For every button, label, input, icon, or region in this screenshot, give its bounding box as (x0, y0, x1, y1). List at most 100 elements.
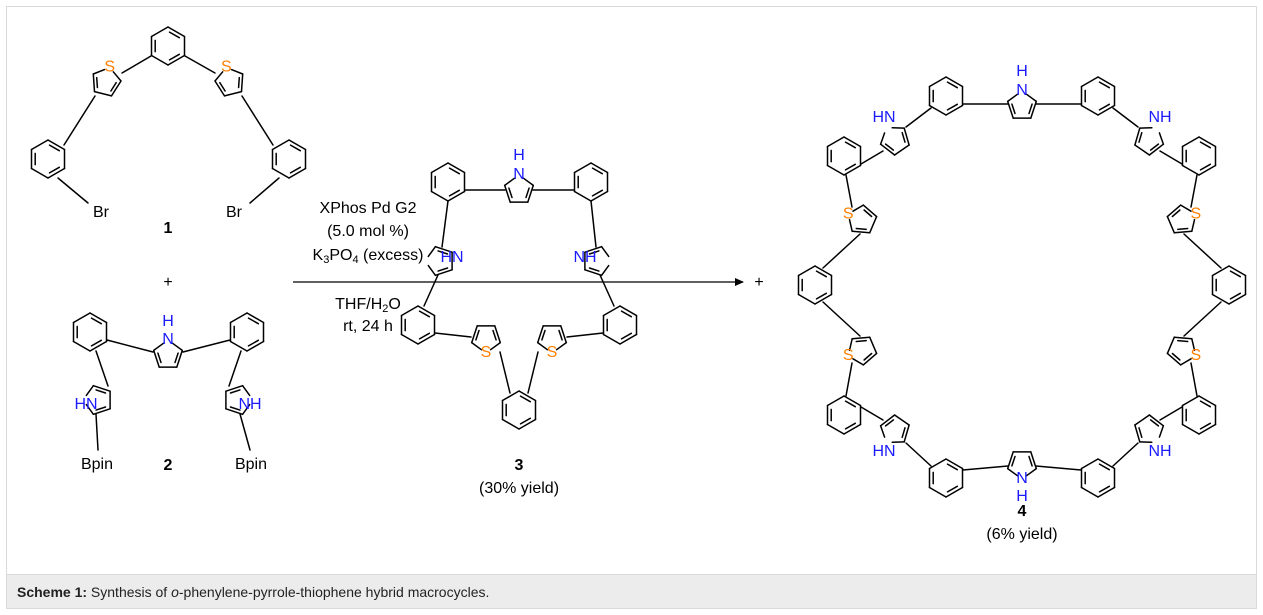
benzene-double-bond (1098, 485, 1111, 493)
benzene-bond (1181, 164, 1200, 176)
heterocycle-double-bond (525, 187, 530, 199)
benzene-bond (826, 395, 845, 407)
bond (905, 107, 932, 128)
benzene-bond (843, 395, 862, 407)
heterocycle-bond (879, 425, 886, 438)
benzene-double-bond (1098, 81, 1111, 89)
benzene-bond (573, 190, 592, 202)
heterocycle-double-bond (1171, 352, 1181, 361)
heterocycle-bond (1006, 93, 1019, 103)
heterocycle-double-bond (95, 76, 99, 89)
heterocycle-double-bond (863, 352, 873, 361)
heterocycle-bond (494, 325, 502, 344)
bond (1190, 362, 1198, 397)
benzene-double-bond (289, 166, 302, 174)
pyrrole-hydrogen: H (1016, 488, 1028, 505)
heterocycle-bond (152, 342, 165, 352)
pyrrole-hydrogen: H (162, 313, 174, 330)
benzene-double-bond (844, 163, 857, 171)
heterocycle-bond (1134, 144, 1151, 156)
benzene-bond (1181, 395, 1200, 407)
bond (905, 442, 932, 467)
heterocycle-bond (862, 352, 878, 366)
heterocycle-double-bond (110, 81, 117, 92)
benzene-bond (945, 458, 964, 470)
benzene-double-bond (168, 53, 181, 61)
bond (499, 351, 511, 394)
heterocycle-double-bond (901, 131, 906, 143)
compound-1-bromo-left: Br (93, 204, 110, 221)
thiophene-sulfur: S (843, 347, 854, 364)
benzene-double-bond (620, 310, 633, 318)
benzene-double-bond (519, 417, 532, 425)
heterocycle-double-bond (1011, 455, 1016, 467)
benzene-bond (1097, 486, 1116, 498)
heterocycle-bond (85, 403, 95, 416)
heterocycle-bond (241, 384, 251, 397)
benzene-bond (1080, 458, 1099, 470)
heterocycle-double-bond (437, 267, 449, 272)
benzene-bond (619, 305, 638, 317)
heterocycle-double-bond (229, 389, 241, 394)
plus-sign-1: + (163, 274, 172, 291)
heterocycle-bond (1025, 467, 1038, 477)
caption-label: Scheme 1: (17, 584, 88, 600)
benzene-double-bond (48, 166, 61, 174)
compound-4-yield: (6% yield) (986, 526, 1057, 543)
benzene-bond (826, 423, 845, 435)
benzene-bond (288, 167, 307, 179)
heterocycle-double-bond (855, 339, 867, 343)
compound-1-bromo-right: Br (226, 204, 243, 221)
heterocycle-bond (427, 264, 437, 277)
benzene-bond (1080, 486, 1099, 498)
thiophene-sulfur: S (221, 59, 232, 76)
pyrrole-nitrogen: HN (872, 109, 895, 126)
compound-2-bpin-left: Bpin (81, 456, 113, 473)
heterocycle-bond (600, 264, 610, 277)
heterocycle-double-bond (237, 76, 241, 89)
heterocycle-bond (152, 349, 160, 368)
heterocycle-bond (879, 414, 896, 427)
benzene-bond (826, 164, 845, 176)
heterocycle-bond (1166, 215, 1176, 234)
heterocycle-bond (427, 245, 437, 258)
bond (566, 332, 604, 338)
benzene-double-bond (815, 292, 828, 300)
benzene-bond (400, 333, 419, 345)
benzene-bond (1198, 395, 1217, 407)
heterocycle-double-bond (508, 187, 513, 199)
heterocycle-bond (1179, 358, 1192, 366)
benzene-double-bond (448, 167, 461, 175)
bond (182, 339, 231, 353)
reaction-arrow-head (735, 278, 744, 286)
compound-3-number: 3 (515, 457, 524, 474)
benzene-bond (501, 418, 520, 430)
heterocycle-bond (1148, 143, 1165, 156)
heterocycle-bond (503, 177, 516, 187)
bond (95, 413, 99, 451)
heterocycle-double-bond (1138, 427, 1143, 439)
benzene-bond (89, 340, 108, 352)
benzene-bond (843, 136, 862, 148)
heterocycle-bond (852, 358, 865, 366)
heterocycle-bond (112, 71, 122, 82)
benzene-bond (30, 139, 49, 151)
bond (1183, 301, 1222, 337)
heterocycle-bond (223, 90, 243, 97)
benzene-bond (1181, 136, 1200, 148)
benzene-bond (246, 340, 265, 352)
bond (241, 95, 274, 146)
benzene-bond (826, 136, 845, 148)
heterocycle-double-bond (588, 250, 600, 255)
heterocycle-bond (1173, 336, 1193, 340)
benzene-bond (1228, 265, 1247, 277)
benzene-double-bond (418, 332, 431, 340)
thiophene-sulfur: S (843, 205, 854, 222)
benzene-bond (814, 293, 833, 305)
benzene-double-bond (844, 141, 857, 149)
bond (590, 200, 597, 248)
compound-3-yield: (30% yield) (479, 480, 559, 497)
heterocycle-bond (1134, 414, 1151, 426)
heterocycle-bond (85, 384, 95, 397)
benzene-bond (72, 340, 91, 352)
